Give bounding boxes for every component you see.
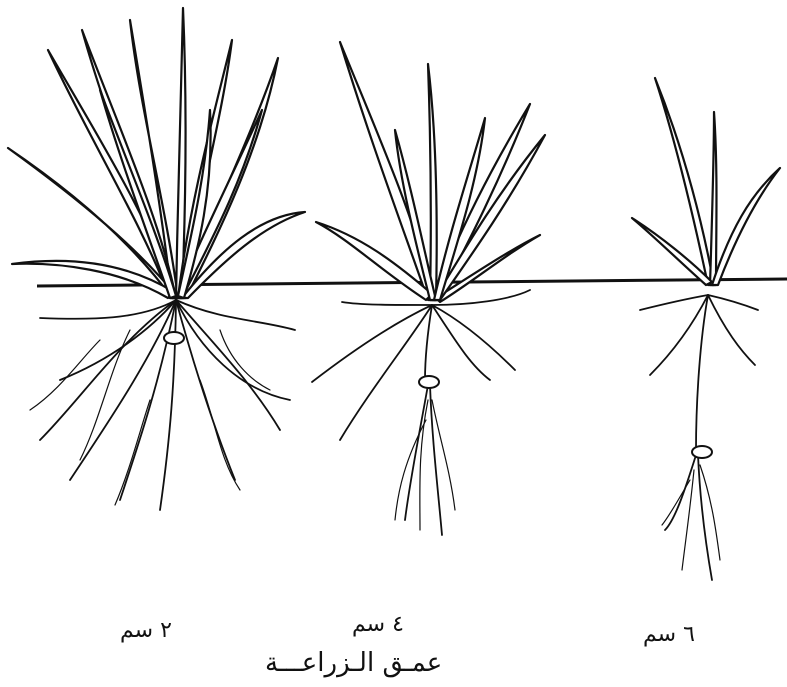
plant-6cm-leaves (632, 78, 780, 285)
plant-2cm-leaves (8, 8, 305, 298)
plant-6cm-roots (640, 295, 758, 580)
seed-6cm (692, 446, 712, 458)
plant-2cm-roots (30, 300, 295, 510)
plant-2cm (8, 8, 305, 510)
plant-4cm (312, 42, 545, 535)
plant-4cm-leaves (316, 42, 545, 302)
seed-2cm (164, 332, 184, 344)
depth-label-2cm: ٢ سم (120, 618, 172, 643)
seed-4cm (419, 376, 439, 388)
diagram-caption: عمـق الـزراعـــة (265, 648, 442, 678)
depth-label-6cm: ٦ سم (643, 622, 695, 647)
plant-4cm-roots (312, 290, 530, 535)
depth-label-4cm: ٤ سم (352, 612, 404, 637)
plant-6cm (632, 78, 780, 580)
